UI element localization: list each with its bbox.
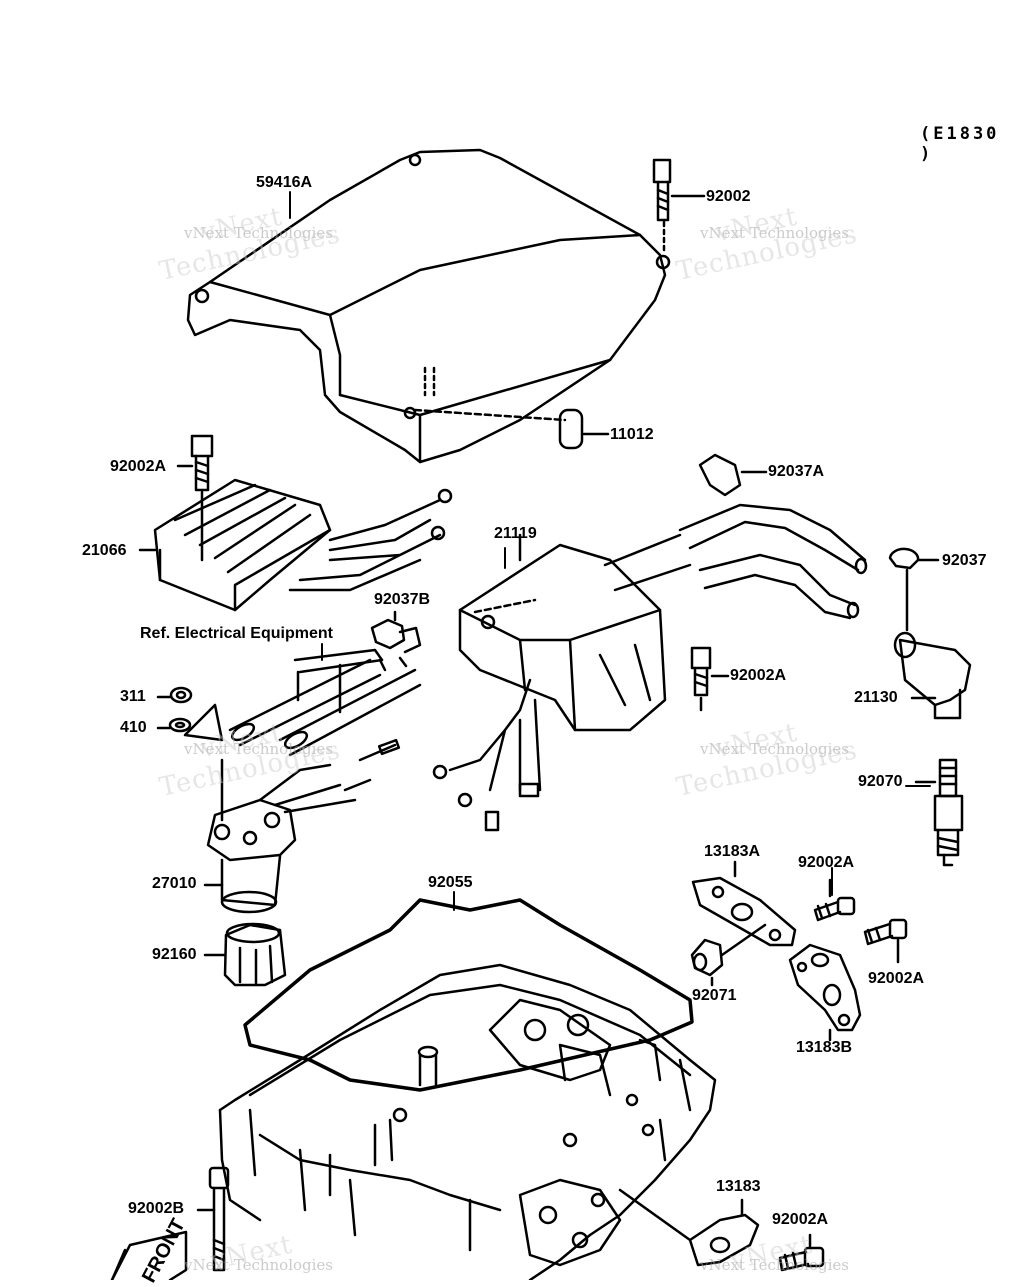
watermark-text: vNext Technologies [700, 740, 850, 758]
part-label-13183: 13183 [716, 1178, 761, 1195]
watermark-text: vNext Technologies [184, 740, 334, 758]
plate-13183B [788, 943, 862, 1042]
part-label-11012: 11012 [610, 426, 654, 443]
part-label-92002A: 92002A [798, 854, 855, 871]
cover-59416A [186, 148, 671, 464]
bolt-92002A-mid [690, 646, 730, 712]
bolt-92002A-r1 [813, 878, 856, 922]
reference-note: Ref. Electrical Equipment [140, 625, 333, 642]
part-label-92002B: 92002B [128, 1200, 185, 1217]
diagram-code: (E1830 ) [920, 124, 1000, 164]
bolt-92002A-r2 [863, 918, 908, 964]
leader-lines [289, 191, 936, 896]
plate-13183 [618, 1188, 760, 1267]
regulator-21066 [138, 478, 453, 612]
watermark-text: vNext Technologies [184, 1256, 334, 1274]
plate-13183A [691, 860, 797, 947]
part-label-92037: 92037 [942, 552, 987, 569]
part-label-21130: 21130 [854, 689, 898, 706]
part-label-92002: 92002 [706, 188, 751, 205]
lower-case [218, 963, 717, 1280]
part-label-410: 410 [120, 719, 147, 736]
watermark-text: vNext Technologies [700, 224, 850, 242]
collar-92071 [690, 923, 767, 987]
spark-plug-92070 [914, 758, 964, 867]
ignition-coil-21119 [432, 533, 692, 832]
high-tension-leads [678, 503, 868, 620]
boot-92160 [203, 922, 287, 987]
collar-11012 [558, 408, 610, 450]
part-label-311: 311 [120, 688, 146, 705]
part-label-92002A: 92002A [110, 458, 167, 475]
part-label-27010: 27010 [152, 875, 197, 892]
part-label-21119: 21119 [494, 525, 537, 542]
part-label-92070: 92070 [858, 773, 903, 790]
washer-410 [156, 703, 224, 742]
clip-92037A [698, 453, 768, 497]
watermark-text: vNext Technologies [184, 224, 334, 242]
bolt-92002A-bottom [778, 1233, 825, 1272]
clamp-92037 [888, 547, 940, 632]
part-label-21066: 21066 [82, 542, 127, 559]
nut-311 [156, 686, 193, 704]
part-label-92160: 92160 [152, 946, 197, 963]
plug-cap-21130 [893, 631, 972, 720]
part-label-92002A: 92002A [868, 970, 925, 987]
part-label-92037B: 92037B [374, 591, 431, 608]
part-label-13183B: 13183B [796, 1039, 853, 1056]
clip-92037B [228, 610, 422, 792]
part-label-13183A: 13183A [704, 843, 761, 860]
part-label-92002A: 92002A [772, 1211, 829, 1228]
watermark-text: vNext Technologies [700, 1256, 850, 1274]
bolt-92002-top [652, 158, 706, 252]
part-label-92037A: 92037A [768, 463, 825, 480]
starter-relay-27010 [203, 758, 357, 914]
part-label-92055: 92055 [428, 874, 473, 891]
part-label-92071: 92071 [692, 987, 737, 1004]
front-arrow [110, 1230, 188, 1280]
gasket-92055 [243, 898, 694, 1092]
bolt-92002B [196, 1166, 230, 1272]
part-label-59416A: 59416A [256, 174, 313, 191]
part-label-92002A: 92002A [730, 667, 787, 684]
